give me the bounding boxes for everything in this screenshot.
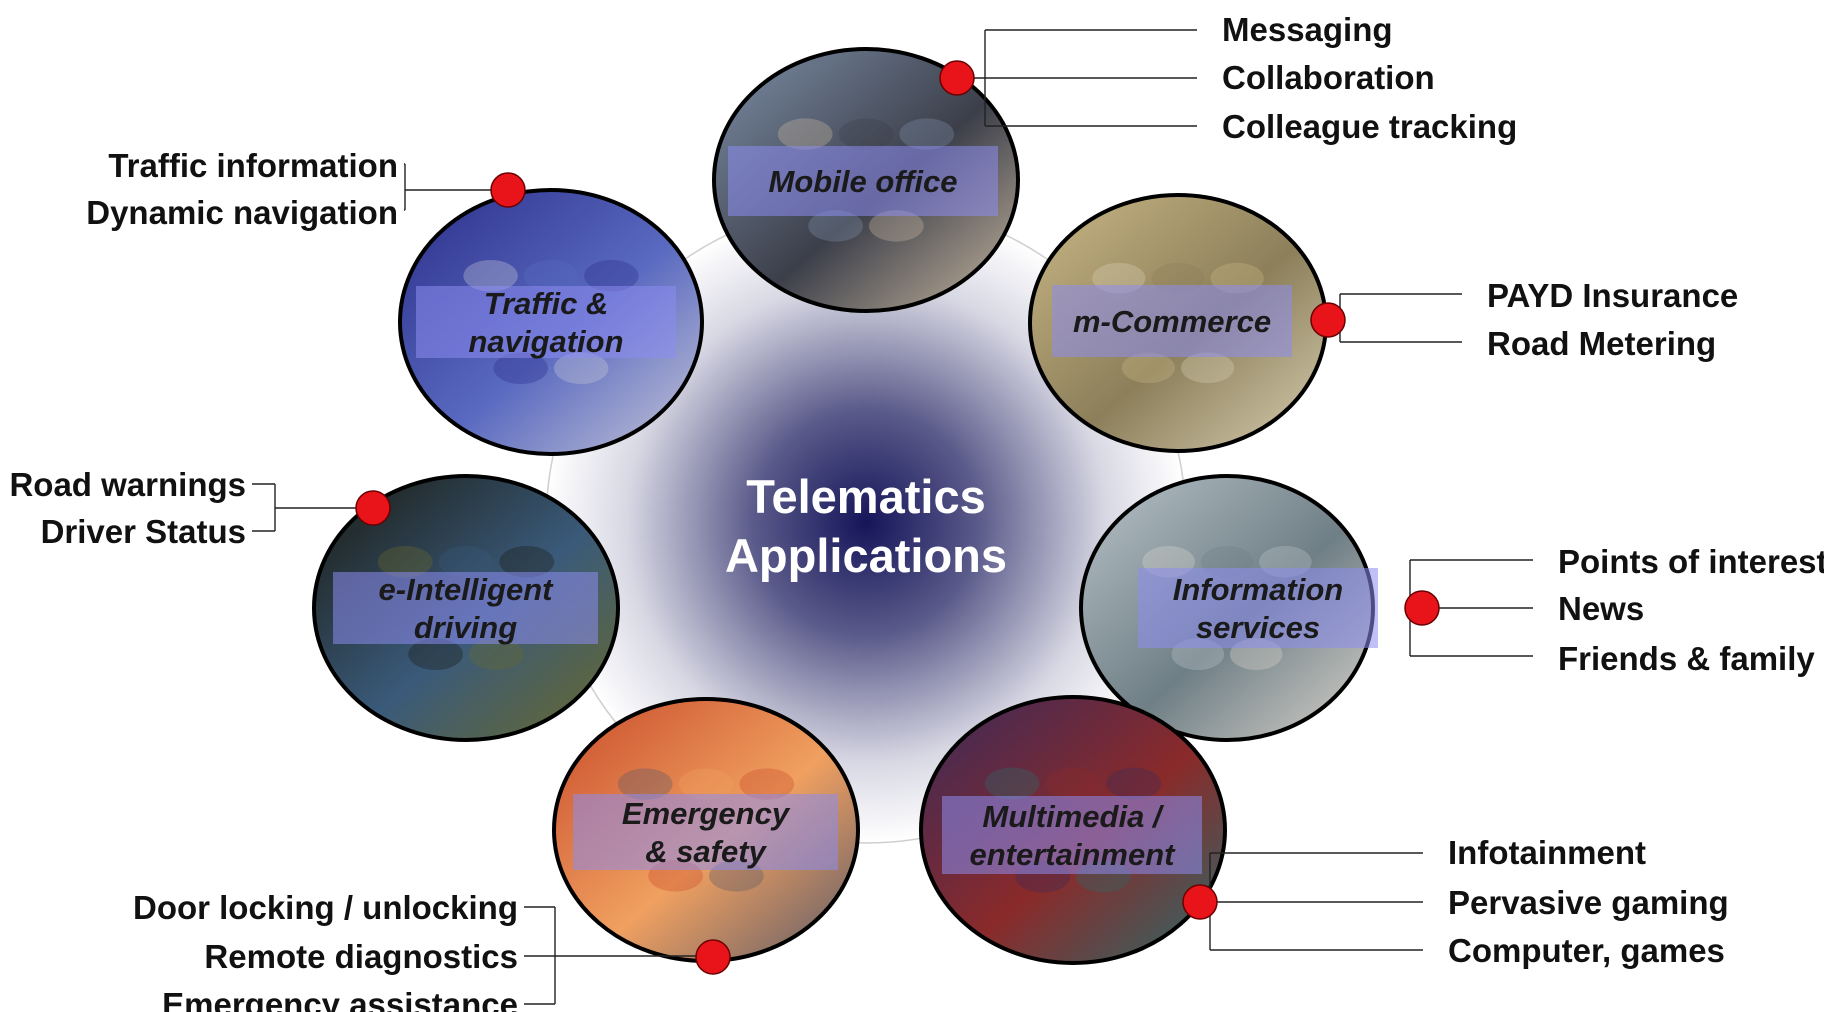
node-texture	[1106, 767, 1162, 800]
node-texture	[869, 210, 924, 242]
item-label-emergency: Remote diagnostics	[204, 938, 518, 975]
node-texture	[739, 768, 795, 800]
node-title-traffic-navigation: Traffic &	[484, 286, 609, 321]
node-texture	[1180, 352, 1235, 384]
item-label-information-services: Friends & family	[1558, 640, 1815, 677]
marker-dot-traffic-navigation	[490, 172, 526, 208]
marker-dot-information-services	[1404, 590, 1440, 626]
node-texture	[899, 118, 955, 150]
connector-e-intelligent-driving	[252, 483, 373, 532]
nodes-layer: Mobile office m-CommerceInformationservic…	[312, 47, 1378, 965]
connector-m-commerce	[1328, 293, 1462, 343]
connector-emergency	[524, 906, 713, 1005]
item-label-mobile-office: Colleague tracking	[1222, 108, 1517, 145]
node-label-box	[942, 796, 1202, 874]
node-title-mobile-office: Mobile office	[769, 164, 958, 199]
node-title-information-services: services	[1196, 610, 1320, 645]
node-label-box	[333, 572, 598, 644]
node-label-box	[1052, 285, 1292, 357]
item-label-information-services: News	[1558, 590, 1644, 627]
node-texture	[808, 210, 863, 242]
item-label-traffic-navigation: Traffic information	[108, 147, 398, 184]
node-title-multimedia: Multimedia /	[982, 799, 1165, 834]
node-title-multimedia: entertainment	[970, 837, 1177, 872]
item-label-m-commerce: Road Metering	[1487, 325, 1716, 362]
node-texture	[838, 118, 894, 150]
node-texture	[984, 767, 1040, 800]
node-multimedia: Multimedia /entertainment	[919, 695, 1227, 965]
connector-mobile-office	[957, 29, 1197, 127]
node-texture	[438, 545, 494, 578]
node-texture	[408, 638, 463, 671]
item-label-e-intelligent-driving: Driver Status	[41, 513, 246, 550]
node-title-m-commerce: m-Commerce	[1073, 304, 1271, 339]
node-texture	[584, 259, 639, 292]
node-traffic-navigation: Traffic &navigation	[398, 188, 704, 456]
center-title-line2: Applications	[725, 529, 1007, 582]
node-texture	[1121, 352, 1176, 384]
node-title-emergency: & safety	[645, 834, 767, 869]
marker-dot-multimedia	[1182, 884, 1218, 920]
item-label-multimedia: Infotainment	[1448, 834, 1646, 871]
marker-dot-mobile-office	[939, 60, 975, 96]
node-label-box	[728, 146, 998, 216]
node-label-box	[573, 794, 838, 870]
node-texture	[499, 545, 555, 578]
node-texture	[777, 118, 833, 150]
node-texture	[469, 638, 524, 671]
connector-multimedia	[1200, 852, 1423, 951]
node-emergency: Emergency& safety	[552, 697, 860, 963]
item-label-information-services: Points of interest	[1558, 543, 1824, 580]
center-title-line1: Telematics	[746, 470, 985, 523]
node-texture	[377, 545, 433, 578]
node-title-emergency: Emergency	[622, 796, 791, 831]
marker-dot-emergency	[695, 939, 731, 975]
node-texture	[678, 768, 734, 800]
item-label-m-commerce: PAYD Insurance	[1487, 277, 1738, 314]
node-texture	[523, 259, 579, 292]
item-label-emergency: Door locking / unlocking	[133, 889, 518, 926]
item-label-mobile-office: Messaging	[1222, 11, 1393, 48]
item-label-emergency: Emergency assistance	[162, 986, 518, 1012]
item-label-traffic-navigation: Dynamic navigation	[86, 194, 398, 231]
node-mobile-office: Mobile office	[712, 47, 1020, 313]
node-m-commerce: m-Commerce	[1028, 193, 1328, 453]
node-title-traffic-navigation: navigation	[468, 324, 623, 359]
node-texture	[493, 352, 548, 385]
marker-dot-m-commerce	[1310, 302, 1346, 338]
markers-layer	[355, 60, 1440, 975]
node-texture	[463, 259, 518, 292]
node-texture	[554, 352, 609, 385]
item-label-multimedia: Computer, games	[1448, 932, 1725, 969]
marker-dot-e-intelligent-driving	[355, 490, 391, 526]
node-label-box	[1138, 568, 1378, 648]
node-label-box	[416, 286, 676, 358]
node-title-e-intelligent-driving: e-Intelligent	[379, 572, 555, 607]
item-label-mobile-office: Collaboration	[1222, 59, 1435, 96]
node-title-e-intelligent-driving: driving	[414, 610, 517, 645]
node-texture	[1045, 767, 1101, 800]
node-title-information-services: Information	[1173, 572, 1344, 607]
item-label-e-intelligent-driving: Road warnings	[9, 466, 246, 503]
node-texture	[617, 768, 673, 800]
item-label-multimedia: Pervasive gaming	[1448, 884, 1729, 921]
